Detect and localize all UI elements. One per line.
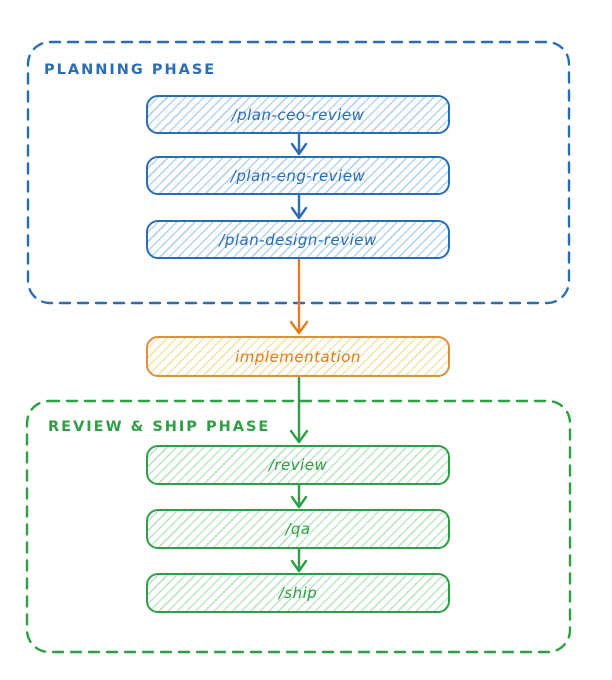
node-ship: /ship — [146, 573, 450, 613]
planning-phase-label: PLANNING PHASE — [44, 62, 217, 78]
arrow-review-to-qa — [290, 483, 308, 509]
node-plan-ceo-review: /plan-ceo-review — [146, 95, 450, 134]
node-review: /review — [146, 445, 450, 485]
review-ship-phase-label: REVIEW & SHIP PHASE — [48, 419, 271, 435]
node-qa: /qa — [146, 509, 450, 549]
arrow-qa-to-ship — [290, 547, 308, 573]
node-plan-eng-review: /plan-eng-review — [146, 156, 450, 195]
node-implementation: implementation — [146, 336, 450, 377]
arrow-plan-ceo-to-plan-eng — [290, 132, 308, 156]
arrow-plan-design-to-implementation — [289, 258, 309, 335]
node-plan-design-review: /plan-design-review — [146, 220, 450, 259]
review-ship-phase-border — [25, 399, 572, 654]
arrow-implementation-to-review — [289, 376, 309, 444]
arrow-plan-eng-to-plan-design — [290, 193, 308, 220]
